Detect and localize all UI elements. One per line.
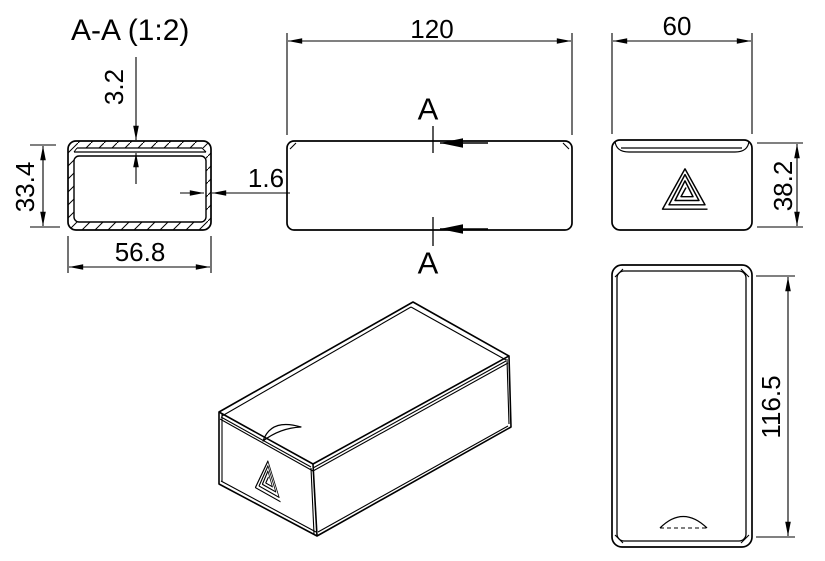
- plan-view-dimensions: [756, 275, 795, 538]
- dim-label-lid-thickness: 3.2: [99, 68, 129, 106]
- dim-label-end-height: 38.2: [768, 160, 798, 212]
- section-label-bottom: A: [417, 245, 439, 281]
- front-view-dimensions: [286, 33, 573, 135]
- section-hatched-wall: [68, 141, 211, 230]
- dim-label-length: 120: [410, 14, 454, 44]
- dim-label-plan-length: 116.5: [756, 375, 786, 439]
- thumb-notch: [659, 515, 708, 529]
- dim-label-section-width: 56.8: [114, 237, 166, 267]
- section-view-geometry: [67, 140, 212, 231]
- dim-label-end-width: 60: [662, 11, 692, 41]
- thumb-notch-iso: [262, 423, 302, 442]
- section-view-title: A-A (1:2): [71, 14, 190, 47]
- triangle-spiral-logo-icon: [661, 168, 709, 210]
- end-view-geometry: [611, 139, 753, 231]
- front-view-geometry: [286, 140, 573, 231]
- isometric-view-geometry: [218, 301, 512, 537]
- section-label-top: A: [417, 91, 439, 127]
- dim-label-section-height: 33.4: [10, 161, 40, 213]
- dim-label-wall-thickness: 1.6: [247, 163, 285, 193]
- triangle-spiral-logo-icon-iso: [254, 453, 282, 503]
- section-cut-line: [432, 126, 488, 246]
- end-view-dimensions: [611, 33, 803, 228]
- plan-view-geometry: [611, 264, 753, 548]
- section-view-dimensions: [30, 57, 290, 273]
